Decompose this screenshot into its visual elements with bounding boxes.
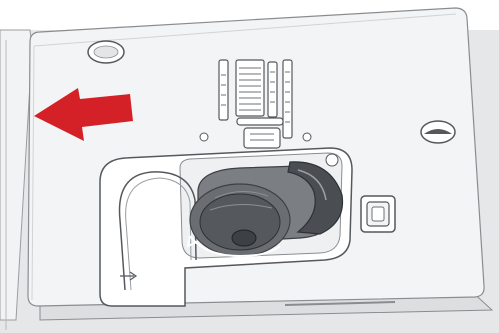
feed-dog-slot: [268, 62, 277, 117]
bobbin-area-screw: [326, 154, 338, 166]
feed-dog-slot: [219, 60, 228, 120]
needle-hole-slot: [237, 118, 283, 125]
needle-hole-lower: [244, 128, 280, 148]
small-hole-left: [200, 133, 208, 141]
screw-hole-top-inner: [94, 46, 118, 58]
bobbin-center: [232, 230, 256, 246]
small-hole-right: [303, 133, 311, 141]
release-button-core: [372, 207, 384, 221]
